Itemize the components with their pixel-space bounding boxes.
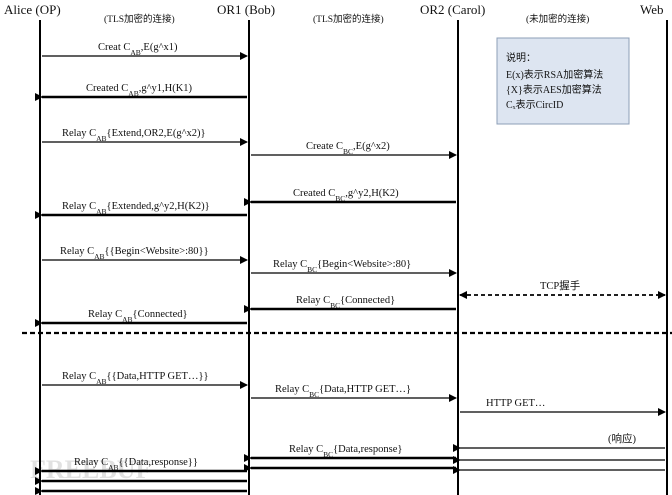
- message-m11: Relay CAB{Connected}: [35, 309, 247, 327]
- legend-box: 说明： E(x)表示RSA加密算法 {X}表示AES加密算法 Cₓ表示CircI…: [496, 37, 630, 125]
- messages-group: Creat CAB,E(g^x1) Created CAB,g^y1,H(K1) R…: [35, 42, 666, 495]
- message-m3: Relay CAB{Extend,OR2,E(g^x2)}: [42, 128, 248, 146]
- legend-line-aes: {X}表示AES加密算法: [506, 83, 602, 96]
- message-m3-label: Relay CAB{Extend,OR2,E(g^x2)}: [62, 128, 206, 143]
- message-m6-label: Relay CAB{Extended,g^y2,H(K2)}: [62, 201, 210, 216]
- legend-line-rsa: E(x)表示RSA加密算法: [506, 68, 603, 81]
- message-m5-label: Created CBC,g^y2,H(K2): [293, 188, 399, 203]
- message-m8: Relay CBC{Begin<Website>:80}: [251, 259, 457, 277]
- message-m16: Relay CBC{Data,response}: [244, 444, 456, 472]
- message-m9-label: TCP握手: [540, 279, 580, 292]
- legend-background: [496, 37, 630, 125]
- message-m9: TCP握手: [459, 279, 666, 299]
- message-m14-label: HTTP GET…: [486, 398, 545, 409]
- message-m4-label: Create CBC,E(g^x2): [306, 141, 390, 156]
- segment-note-tls2: (TLS加密的连接): [313, 13, 384, 25]
- message-m6: Relay CAB{Extended,g^y2,H(K2)}: [35, 201, 247, 219]
- message-m7: Relay CAB{{Begin<Website>:80}}: [42, 246, 248, 264]
- legend-title: 说明：: [506, 51, 536, 64]
- message-m13: Relay CBC{Data,HTTP GET…}: [251, 384, 457, 402]
- message-m17-label: Relay CAB{{Data,response}}: [74, 457, 198, 472]
- message-m5: Created CBC,g^y2,H(K2): [244, 188, 456, 206]
- message-m15-label: (响应): [608, 432, 636, 445]
- participant-web-label: Web: [640, 2, 664, 17]
- message-m1-label: Creat CAB,E(g^x1): [98, 42, 178, 57]
- watermark-text: FREEBUF: [30, 455, 151, 484]
- message-m17: Relay CAB{{Data,response}}: [35, 457, 247, 495]
- segment-note-tls1: (TLS加密的连接): [104, 13, 175, 25]
- message-m10-label: Relay CBC{Connected}: [296, 295, 395, 310]
- message-m13-label: Relay CBC{Data,HTTP GET…}: [275, 384, 411, 399]
- legend-line-circid: Cₓ表示CircID: [506, 98, 563, 111]
- message-m11-label: Relay CAB{Connected}: [88, 309, 188, 324]
- participant-or2-label: OR2 (Carol): [420, 2, 485, 17]
- message-m16-label: Relay CBC{Data,response}: [289, 444, 402, 459]
- participant-alice-label: Alice (OP): [4, 2, 61, 17]
- message-m10: Relay CBC{Connected}: [244, 295, 456, 313]
- message-m2: Created CAB,g^y1,H(K1): [35, 83, 247, 101]
- segment-note-plain: (未加密的连接): [526, 13, 589, 25]
- message-m7-label: Relay CAB{{Begin<Website>:80}}: [60, 246, 209, 261]
- message-m14: HTTP GET…: [460, 398, 666, 416]
- message-m8-label: Relay CBC{Begin<Website>:80}: [273, 259, 411, 274]
- message-m15: (响应): [453, 432, 665, 474]
- message-m2-label: Created CAB,g^y1,H(K1): [86, 83, 193, 98]
- message-m4: Create CBC,E(g^x2): [251, 141, 457, 159]
- message-m12: Relay CAB{{Data,HTTP GET…}}: [42, 371, 248, 389]
- message-m1: Creat CAB,E(g^x1): [42, 42, 248, 60]
- message-m12-label: Relay CAB{{Data,HTTP GET…}}: [62, 371, 209, 386]
- participant-or1-label: OR1 (Bob): [217, 2, 275, 17]
